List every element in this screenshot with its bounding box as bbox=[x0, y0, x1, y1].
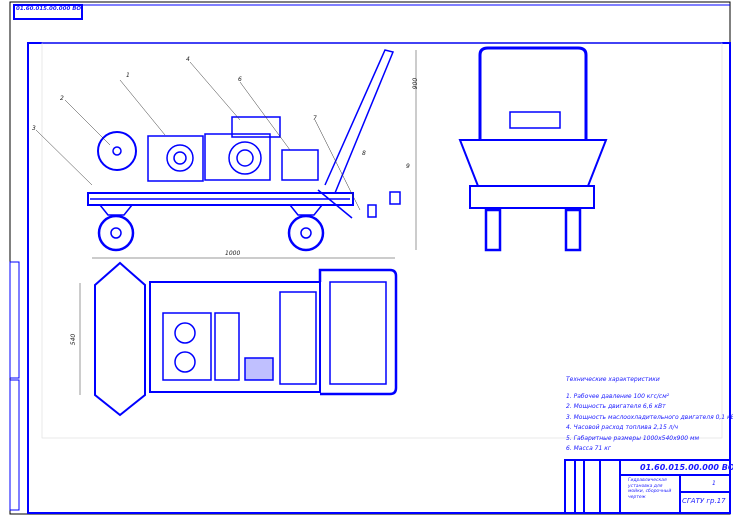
callout-3: 3 bbox=[32, 125, 36, 132]
stamp-frame bbox=[13, 4, 83, 20]
top-view bbox=[94, 261, 398, 417]
callout-1: 1 bbox=[126, 72, 130, 79]
title-block bbox=[564, 459, 731, 514]
tech-specs-title: Технические характеристики bbox=[566, 376, 660, 383]
front-view bbox=[458, 46, 608, 252]
callout-6: 6 bbox=[238, 76, 242, 83]
callout-7: 7 bbox=[313, 115, 317, 122]
title-block-code: 01.60.015.00.000 ВО bbox=[640, 463, 733, 472]
tech-spec-item: 3. Мощность маслоохладительного двигател… bbox=[566, 413, 733, 421]
dimension-height: 900 bbox=[412, 77, 420, 90]
tech-spec-item: 4. Часовой расход топлива 2,15 л/ч bbox=[566, 424, 679, 431]
side-view bbox=[87, 49, 401, 252]
title-block-sheet: 1 bbox=[712, 480, 716, 487]
tech-spec-item: 5. Габаритные размеры 1000х540х900 мм bbox=[566, 434, 700, 442]
tech-spec-item: 2. Мощность двигателя 6,6 кВт bbox=[566, 403, 666, 410]
callout-4: 4 bbox=[186, 56, 190, 63]
drawing-number-stamp: 01.60.015.00.000 ВО bbox=[16, 6, 82, 12]
side-strip-2 bbox=[9, 379, 20, 511]
dimension-lines bbox=[35, 50, 417, 395]
dimension-width: 540 bbox=[70, 333, 78, 346]
callout-2: 2 bbox=[60, 95, 64, 102]
tech-spec-item: 1. Рабочее давление 100 кгс/см² bbox=[566, 392, 670, 400]
dimension-length: 1000 bbox=[225, 250, 241, 257]
side-strip-1 bbox=[9, 261, 20, 379]
callout-9: 9 bbox=[406, 163, 410, 170]
title-block-organization: СГАТУ гр.17 bbox=[682, 497, 726, 505]
tech-specs: Технические характеристики 1. Рабочее да… bbox=[566, 375, 733, 455]
title-block-name: Гидравлическая установка для мойки, сбор… bbox=[628, 478, 672, 500]
tech-spec-item: 6. Масса 71 кг bbox=[566, 445, 611, 452]
callout-8: 8 bbox=[362, 150, 366, 157]
